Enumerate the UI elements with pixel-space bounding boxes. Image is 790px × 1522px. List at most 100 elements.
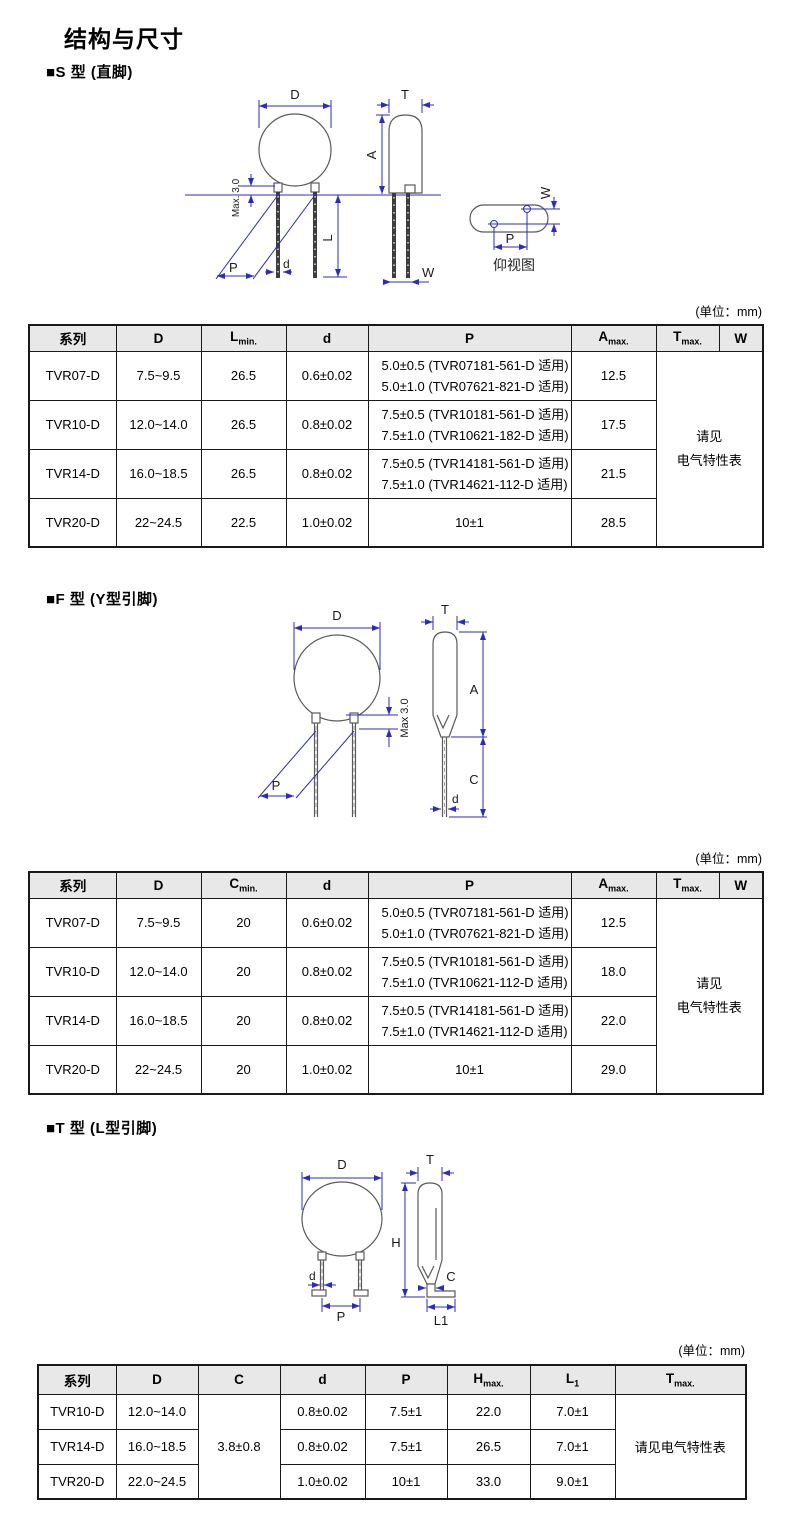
s-bottom-dimension-lines <box>493 197 560 250</box>
cell-P: 10±1 <box>367 1044 572 1095</box>
cell-series: TVR20-D <box>28 1044 117 1095</box>
p-line-2: 7.5±1.0 (TVR14621-112-D 适用) <box>381 1023 568 1039</box>
dim-label-T: T <box>401 87 409 102</box>
header-row: 系列 D C d P Hmax. L1 Tmax. <box>37 1364 747 1395</box>
col-header-Amax: Amax. <box>570 324 657 352</box>
header-row: 系列 D Lmin. d P Amax. Tmax. W <box>28 324 764 352</box>
s-type-diagram: D T A L Max. 3.0 d P W W P 仰视图 <box>185 87 560 285</box>
cell-L: 26.5 <box>200 448 287 499</box>
col-header-series: 系列 <box>28 871 117 899</box>
col-header-series: 系列 <box>28 324 117 352</box>
col-header-D: D <box>115 324 202 352</box>
cell-D: 12.0~14.0 <box>115 946 202 997</box>
f-front-dimension-lines <box>257 622 398 799</box>
col-header-L1: L1 <box>529 1364 616 1395</box>
col-header-P: P <box>367 324 572 352</box>
note-line-2: 电气特性表 <box>676 999 742 1015</box>
p-line-2: 7.5±1.0 (TVR14621-112-D 适用) <box>381 476 568 492</box>
col-header-Cmin: Cmin. <box>200 871 287 899</box>
t-front-view <box>301 1181 383 1297</box>
cell-d: 1.0±0.02 <box>285 497 369 548</box>
p-line-2: 5.0±1.0 (TVR07621-821-D 适用) <box>381 925 569 941</box>
col-header-W: W <box>718 324 764 352</box>
col-header-series: 系列 <box>37 1364 117 1395</box>
cell-P: 7.5±1 <box>364 1428 448 1465</box>
cell-C: 20 <box>200 897 287 948</box>
cell-P: 5.0±0.5 (TVR07181-561-D 适用) 5.0±1.0 (TVR… <box>367 897 572 948</box>
f-side-view <box>432 631 458 817</box>
cell-P: 7.5±0.5 (TVR14181-561-D 适用) 7.5±1.0 (TVR… <box>367 995 572 1046</box>
bottom-view-caption: 仰视图 <box>493 257 535 273</box>
dim-label-C: C <box>446 1269 455 1284</box>
note-line-2: 电气特性表 <box>676 452 742 468</box>
t-type-diagram: D T H d P C L1 <box>301 1152 456 1328</box>
s-front-view <box>258 113 332 278</box>
col-header-Amax: Amax. <box>570 871 657 899</box>
table-row: TVR10-D 12.0~14.0 3.8±0.8 0.8±0.02 7.5±1… <box>37 1393 747 1500</box>
dim-label-P: P <box>337 1309 346 1324</box>
dim-label-max3: Max. 3.0 <box>231 178 242 217</box>
unit-note-t: (单位：mm) <box>678 1344 745 1358</box>
cell-L1: 7.0±1 <box>529 1393 616 1430</box>
table-row: TVR14-D 16.0~18.5 26.5 0.8±0.02 7.5±0.5 … <box>28 448 763 499</box>
cell-D: 22~24.5 <box>115 1044 202 1095</box>
f-dimension-table: 系列 D Cmin. d P Amax. Tmax. W TVR07-D 7.5… <box>28 871 764 1095</box>
col-header-P: P <box>364 1364 448 1395</box>
cell-H: 33.0 <box>446 1463 531 1500</box>
dim-label-bottom-W: W <box>538 186 553 199</box>
table-row: TVR14-D 16.0~18.5 20 0.8±0.02 7.5±0.5 (T… <box>28 995 763 1046</box>
unit-note-s: (单位：mm) <box>695 305 762 319</box>
table-row: TVR20-D 22.0~24.5 1.0±0.02 10±1 33.0 9.0… <box>37 1463 746 1500</box>
table-row: TVR20-D 22~24.5 22.5 1.0±0.02 10±1 28.5 <box>28 497 763 548</box>
cell-L: 26.5 <box>200 350 287 401</box>
unit-note-f: (单位：mm) <box>695 852 762 866</box>
cell-H: 26.5 <box>446 1428 531 1465</box>
table-row: TVR10-D 12.0~14.0 20 0.8±0.02 7.5±0.5 (T… <box>28 946 763 997</box>
cell-d: 0.6±0.02 <box>285 897 369 948</box>
table-row: TVR20-D 22~24.5 20 1.0±0.02 10±1 29.0 <box>28 1044 763 1095</box>
cell-d: 1.0±0.02 <box>279 1463 366 1500</box>
col-header-Tmax: Tmax. <box>655 324 720 352</box>
col-header-D: D <box>115 871 202 899</box>
cell-A: 12.5 <box>570 897 657 948</box>
table-row: TVR07-D 7.5~9.5 26.5 0.6±0.02 5.0±0.5 (T… <box>28 350 764 548</box>
section-heading-s-type: ■S 型 (直脚) <box>46 64 133 81</box>
dim-label-bottom-P: P <box>506 231 515 246</box>
cell-P: 5.0±0.5 (TVR07181-561-D 适用) 5.0±1.0 (TVR… <box>367 350 572 401</box>
col-header-Tmax: Tmax. <box>614 1364 747 1395</box>
cell-P: 10±1 <box>364 1463 448 1500</box>
cell-note-see-electrical-table: 请见 电气特性表 <box>655 350 764 548</box>
cell-D: 16.0~18.5 <box>115 995 202 1046</box>
page-title: 结构与尺寸 <box>64 26 184 52</box>
cell-d: 0.8±0.02 <box>285 399 369 450</box>
cell-series: TVR14-D <box>28 448 117 499</box>
s-dimension-table: 系列 D Lmin. d P Amax. Tmax. W TVR07-D 7.5… <box>28 324 764 548</box>
t-dimension-table: 系列 D C d P Hmax. L1 Tmax. TVR10-D 12.0~1… <box>37 1364 747 1500</box>
cell-L1: 7.0±1 <box>529 1428 616 1465</box>
dim-label-L: L <box>320 234 335 241</box>
s-front-dimension-lines <box>185 100 441 280</box>
cell-P: 7.5±0.5 (TVR10181-561-D 适用) 7.5±1.0 (TVR… <box>367 946 572 997</box>
col-header-C: C <box>197 1364 281 1395</box>
col-header-Tmax: Tmax. <box>655 871 720 899</box>
cell-d: 0.8±0.02 <box>285 946 369 997</box>
cell-L1: 9.0±1 <box>529 1463 616 1500</box>
cell-D: 12.0~14.0 <box>115 399 202 450</box>
cell-series: TVR07-D <box>28 897 117 948</box>
cell-D: 7.5~9.5 <box>115 897 202 948</box>
p-line-1: 7.5±0.5 (TVR14181-561-D 适用) <box>381 455 569 471</box>
p-line-1: 7.5±0.5 (TVR14181-561-D 适用) <box>381 1002 569 1018</box>
t-front-dimension-lines <box>301 1172 383 1312</box>
cell-note-see-electrical-table: 请见电气特性表 <box>614 1393 747 1500</box>
cell-P: 10±1 <box>367 497 572 548</box>
cell-series: TVR10-D <box>28 946 117 997</box>
col-header-W: W <box>718 871 764 899</box>
p-line-1: 5.0±0.5 (TVR07181-561-D 适用) <box>381 904 569 920</box>
cell-d: 1.0±0.02 <box>285 1044 369 1095</box>
cell-A: 17.5 <box>570 399 657 450</box>
dim-label-C: C <box>469 772 478 787</box>
cell-P: 7.5±0.5 (TVR10181-561-D 适用) 7.5±1.0 (TVR… <box>367 399 572 450</box>
cell-D: 12.0~14.0 <box>115 1393 199 1430</box>
cell-d: 0.8±0.02 <box>279 1393 366 1430</box>
